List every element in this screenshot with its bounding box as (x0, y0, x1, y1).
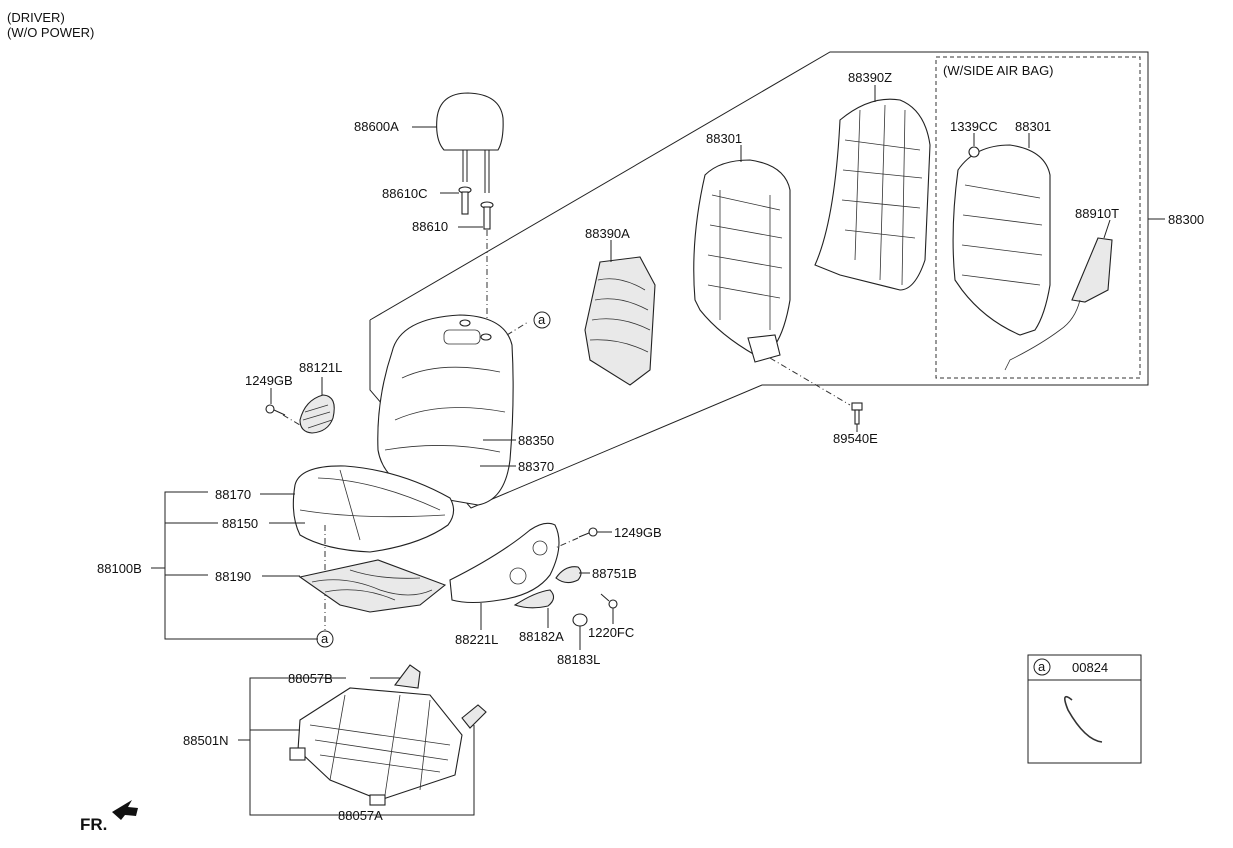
side-airbag-box (935, 56, 1141, 379)
label-1339CC: 1339CC (950, 119, 998, 134)
screw-1220fc (600, 593, 618, 609)
label-88301-airbag: 88301 (1015, 119, 1051, 134)
back-pad-88390a (584, 256, 656, 386)
header-driver: (DRIVER) (7, 10, 65, 25)
label-88390A: 88390A (585, 226, 630, 241)
label-88610C: 88610C (382, 186, 428, 201)
dashline-bolt (769, 357, 851, 406)
label-1220FC: 1220FC (588, 625, 634, 640)
track-bracket-88057b (393, 664, 421, 689)
label-88150: 88150 (222, 516, 258, 531)
label-88182A: 88182A (519, 629, 564, 644)
label-88910T: 88910T (1075, 206, 1119, 221)
label-89540E: 89540E (833, 431, 878, 446)
dashline-shield (554, 537, 579, 549)
label-88370: 88370 (518, 459, 554, 474)
label-88300: 88300 (1168, 212, 1204, 227)
label-88600A: 88600A (354, 119, 399, 134)
seat-cushion (292, 465, 455, 553)
header-power: (W/O POWER) (7, 25, 95, 40)
label-inset-ref: a (1038, 659, 1046, 674)
label-88610: 88610 (412, 219, 448, 234)
label-88121L: 88121L (299, 360, 342, 375)
dashline-knob (282, 414, 301, 426)
ref-circle-cushion (316, 630, 334, 648)
back-frame-airbag (952, 144, 1051, 336)
side-shield (449, 522, 560, 604)
leader-88910T (1103, 219, 1111, 239)
lever-88751b (555, 566, 582, 584)
inset-wire-clip (1064, 695, 1103, 743)
label-88057A: 88057A (338, 808, 383, 823)
label-88751B: 88751B (592, 566, 637, 581)
headrest (436, 92, 504, 193)
cushion-spring-mat (298, 559, 447, 613)
label-88100B: 88100B (97, 561, 142, 576)
guide-88610c (458, 186, 472, 215)
label-88301: 88301 (706, 131, 742, 146)
bracket-88100B (164, 491, 318, 640)
label-88390Z: 88390Z (848, 70, 892, 85)
label-1249GB-left: 1249GB (245, 373, 293, 388)
seat-track (289, 687, 463, 806)
handle-88182a (513, 589, 555, 609)
ref-dashline-back (506, 321, 529, 336)
track-bracket-88057a (461, 704, 487, 729)
label-88221L: 88221L (455, 632, 498, 647)
back-frame-88301 (693, 159, 791, 363)
label-88501N: 88501N (183, 733, 229, 748)
bolt-89540e (851, 402, 863, 425)
airbag-module (1004, 237, 1113, 371)
label-88057B: 88057B (288, 671, 333, 686)
fr-label: FR. (80, 815, 108, 834)
label-88190: 88190 (215, 569, 251, 584)
inset-box (1027, 654, 1142, 764)
label-ref-a-cushion: a (321, 631, 329, 646)
guide-88610 (480, 201, 494, 230)
seat-back (377, 314, 514, 506)
cap-88183l (572, 613, 588, 627)
label-ref-a-back: a (538, 312, 546, 327)
screw-1249gb-left (265, 404, 286, 416)
inset-ref-circle (1033, 658, 1051, 676)
diagram-header: (DRIVER) (W/O POWER) (7, 10, 94, 40)
screw-1249gb-right (578, 527, 598, 538)
label-88183L: 88183L (557, 652, 600, 667)
label-88170: 88170 (215, 487, 251, 502)
nut-1339cc (968, 146, 980, 158)
bracket-track (249, 677, 475, 816)
label-side-airbag: (W/SIDE AIR BAG) (943, 63, 1054, 78)
recliner-knob (299, 394, 335, 434)
ref-circle-back (533, 311, 551, 329)
fr-arrow-icon (112, 800, 138, 820)
label-1249GB-right: 1249GB (614, 525, 662, 540)
back-board-88390z (814, 98, 931, 291)
label-00824: 00824 (1072, 660, 1108, 675)
label-88350: 88350 (518, 433, 554, 448)
